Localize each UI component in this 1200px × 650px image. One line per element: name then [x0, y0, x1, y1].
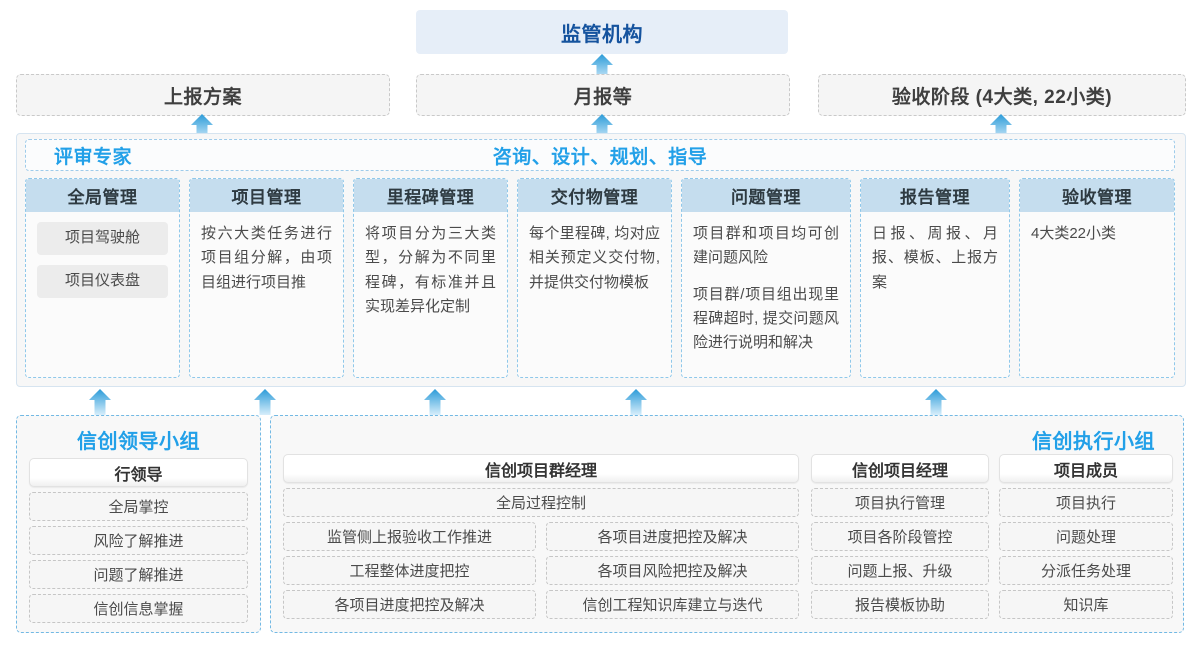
program-manager-item[interactable]: 信创工程知识库建立与迭代 — [546, 590, 799, 619]
card-milestone-management[interactable]: 里程碑管理 将项目分为三大类型，分解为不同里程碑，有标准并且实现差异化定制 — [353, 178, 508, 378]
arrow-up-band-2 — [254, 389, 276, 415]
arrow-up-band-1 — [89, 389, 111, 415]
leading-item[interactable]: 问题了解推进 — [29, 560, 248, 589]
card-title: 项目管理 — [190, 179, 343, 212]
execution-group-title: 信创执行小组 — [1032, 431, 1155, 453]
leading-item[interactable]: 风险了解推进 — [29, 526, 248, 555]
program-manager-item[interactable]: 工程整体进度把控 — [283, 556, 536, 585]
card-title: 报告管理 — [861, 179, 1009, 212]
card-paragraph: 按六大类任务进行项目组分解，由项目组进行项目推 — [201, 225, 332, 291]
card-title: 验收管理 — [1020, 179, 1174, 212]
project-manager-item[interactable]: 项目执行管理 — [811, 488, 989, 517]
channel-report-plan: 上报方案 — [16, 74, 390, 116]
card-body: 项目驾驶舱 项目仪表盘 — [26, 212, 179, 316]
channel-label: 月报等 — [573, 86, 633, 108]
role-bank-leader[interactable]: 行领导 — [29, 458, 248, 487]
card-project-management[interactable]: 项目管理 按六大类任务进行项目组分解，由项目组进行项目推 — [189, 178, 344, 378]
card-title: 问题管理 — [682, 179, 850, 212]
chip-item[interactable]: 项目驾驶舱 — [37, 222, 168, 255]
chip-item[interactable]: 项目仪表盘 — [37, 265, 168, 298]
card-paragraph: 项目群/项目组出现里程碑超时, 提交问题风险进行说明和解决 — [693, 285, 839, 352]
role-project-member[interactable]: 项目成员 — [999, 454, 1173, 483]
consulting-label: 咨询、设计、规划、指导 — [492, 146, 708, 168]
leading-group: 信创领导小组 行领导 全局掌控 风险了解推进 问题了解推进 信创信息掌握 — [16, 415, 261, 633]
role-project-manager[interactable]: 信创项目经理 — [811, 454, 989, 483]
regulator-label: 监管机构 — [561, 23, 643, 46]
card-body: 按六大类任务进行项目组分解，由项目组进行项目推 — [190, 212, 343, 303]
project-member-item[interactable]: 知识库 — [999, 590, 1173, 619]
channel-monthly-report: 月报等 — [416, 74, 790, 116]
channel-label: 验收阶段 (4大类, 22小类) — [891, 86, 1113, 108]
project-manager-item[interactable]: 报告模板协助 — [811, 590, 989, 619]
card-deliverable-management[interactable]: 交付物管理 每个里程碑, 均对应相关预定义交付物, 并提供交付物模板 — [517, 178, 672, 378]
project-member-item[interactable]: 分派任务处理 — [999, 556, 1173, 585]
card-paragraph: 4大类22小类 — [1031, 225, 1117, 242]
card-acceptance-management[interactable]: 验收管理 4大类22小类 — [1019, 178, 1175, 378]
channel-label: 上报方案 — [163, 86, 242, 108]
band-header-review-experts: 评审专家 咨询、设计、规划、指导 — [25, 139, 1175, 171]
card-paragraph: 日报、周报、月报、模板、上报方案 — [872, 225, 998, 291]
program-manager-item[interactable]: 各项目进度把控及解决 — [546, 522, 799, 551]
program-manager-item[interactable]: 各项目进度把控及解决 — [283, 590, 536, 619]
card-issue-management[interactable]: 问题管理 项目群和项目均可创建问题风险 项目群/项目组出现里程碑超时, 提交问题… — [681, 178, 851, 378]
card-title: 交付物管理 — [518, 179, 671, 212]
leading-item[interactable]: 全局掌控 — [29, 492, 248, 521]
card-report-management[interactable]: 报告管理 日报、周报、月报、模板、上报方案 — [860, 178, 1010, 378]
project-manager-item[interactable]: 问题上报、升级 — [811, 556, 989, 585]
card-global-management[interactable]: 全局管理 项目驾驶舱 项目仪表盘 — [25, 178, 180, 378]
card-body: 4大类22小类 — [1020, 212, 1174, 254]
card-body: 每个里程碑, 均对应相关预定义交付物, 并提供交付物模板 — [518, 212, 671, 303]
leading-item[interactable]: 信创信息掌握 — [29, 594, 248, 623]
program-manager-item[interactable]: 监管侧上报验收工作推进 — [283, 522, 536, 551]
project-member-item[interactable]: 项目执行 — [999, 488, 1173, 517]
arrow-up-to-regulator — [591, 54, 613, 80]
channel-acceptance-stage: 验收阶段 (4大类, 22小类) — [818, 74, 1186, 116]
program-manager-block: 信创项目群经理 全局过程控制 监管侧上报验收工作推进 工程整体进度把控 各项目进… — [283, 454, 799, 619]
program-manager-item-full[interactable]: 全局过程控制 — [283, 488, 799, 517]
card-body: 日报、周报、月报、模板、上报方案 — [861, 212, 1009, 303]
leading-group-title: 信创领导小组 — [77, 431, 200, 453]
arrow-up-band-3 — [424, 389, 446, 415]
program-manager-item[interactable]: 各项目风险把控及解决 — [546, 556, 799, 585]
arrow-up-band-5 — [925, 389, 947, 415]
project-member-item[interactable]: 问题处理 — [999, 522, 1173, 551]
project-member-block: 项目成员 项目执行 问题处理 分派任务处理 知识库 — [999, 454, 1173, 619]
card-title: 里程碑管理 — [354, 179, 507, 212]
regulator-box: 监管机构 — [416, 10, 788, 54]
card-paragraph: 将项目分为三大类型，分解为不同里程碑，有标准并且实现差异化定制 — [365, 225, 496, 315]
project-manager-item[interactable]: 项目各阶段管控 — [811, 522, 989, 551]
role-program-manager[interactable]: 信创项目群经理 — [283, 454, 799, 483]
project-manager-block: 信创项目经理 项目执行管理 项目各阶段管控 问题上报、升级 报告模板协助 — [811, 454, 989, 619]
card-body: 将项目分为三大类型，分解为不同里程碑，有标准并且实现差异化定制 — [354, 212, 507, 327]
review-experts-label: 评审专家 — [54, 146, 133, 168]
card-paragraph: 项目群和项目均可创建问题风险 — [693, 225, 839, 267]
card-title: 全局管理 — [26, 179, 179, 212]
card-paragraph: 每个里程碑, 均对应相关预定义交付物, 并提供交付物模板 — [529, 225, 660, 291]
card-body: 项目群和项目均可创建问题风险 项目群/项目组出现里程碑超时, 提交问题风险进行说… — [682, 212, 850, 363]
arrow-up-band-4 — [625, 389, 647, 415]
execution-group: 信创执行小组 信创项目群经理 全局过程控制 监管侧上报验收工作推进 工程整体进度… — [270, 415, 1184, 633]
